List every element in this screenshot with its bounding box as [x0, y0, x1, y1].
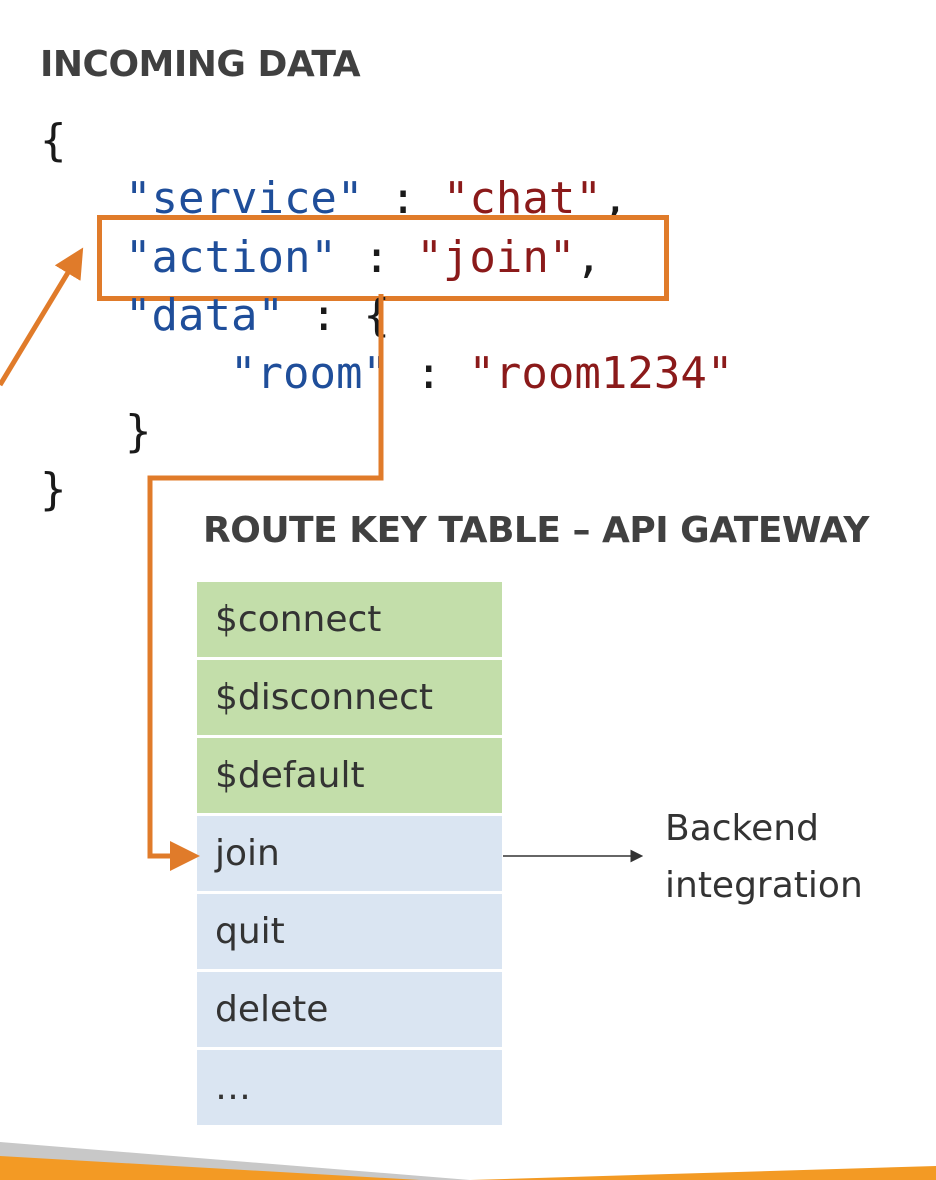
action-key: "action"	[125, 232, 337, 283]
backend-line-2: integration	[665, 865, 863, 906]
data-key: "data"	[125, 290, 284, 341]
incoming-data-title: INCOMING DATA	[40, 44, 361, 85]
action-colon: :	[336, 232, 417, 283]
room-colon: :	[388, 348, 469, 399]
data-open-brace: {	[363, 290, 390, 341]
action-value: "join"	[416, 232, 576, 283]
route-label: $default	[215, 755, 365, 796]
room-value: "room1234"	[468, 348, 734, 399]
code-line-action: "action" : "join",	[125, 229, 602, 287]
code-line-room: "room" : "room1234"	[230, 345, 733, 403]
route-row-join: join	[197, 816, 502, 891]
route-row-delete: delete	[197, 972, 502, 1047]
code-line-data: "data" : {	[125, 287, 390, 345]
outer-close-brace: }	[40, 464, 67, 515]
route-key-table-title: ROUTE KEY TABLE – API GATEWAY	[203, 510, 870, 551]
route-row-more: …	[197, 1050, 502, 1125]
open-brace: {	[40, 115, 67, 166]
route-key-table: $connect $disconnect $default join quit …	[197, 582, 502, 1128]
route-row-disconnect: $disconnect	[197, 660, 502, 735]
route-row-connect: $connect	[197, 582, 502, 657]
route-label: join	[215, 833, 280, 874]
action-comma: ,	[575, 232, 602, 283]
code-line-outer-close: }	[40, 461, 67, 519]
backend-line-1: Backend	[665, 808, 819, 849]
route-row-default: $default	[197, 738, 502, 813]
code-line-inner-close: }	[125, 403, 152, 461]
route-label: $connect	[215, 599, 382, 640]
code-line-open-brace: {	[40, 112, 67, 170]
route-label: quit	[215, 911, 285, 952]
diagonal-orange-arrow	[0, 247, 84, 387]
route-row-quit: quit	[197, 894, 502, 969]
route-label: $disconnect	[215, 677, 434, 718]
route-label: …	[215, 1067, 251, 1108]
inner-close-brace: }	[125, 406, 152, 457]
bottom-decorative-band	[0, 1142, 936, 1180]
route-label: delete	[215, 989, 329, 1030]
backend-integration-label: Backend integration	[665, 800, 863, 914]
data-colon: :	[283, 290, 364, 341]
room-key: "room"	[230, 348, 389, 399]
